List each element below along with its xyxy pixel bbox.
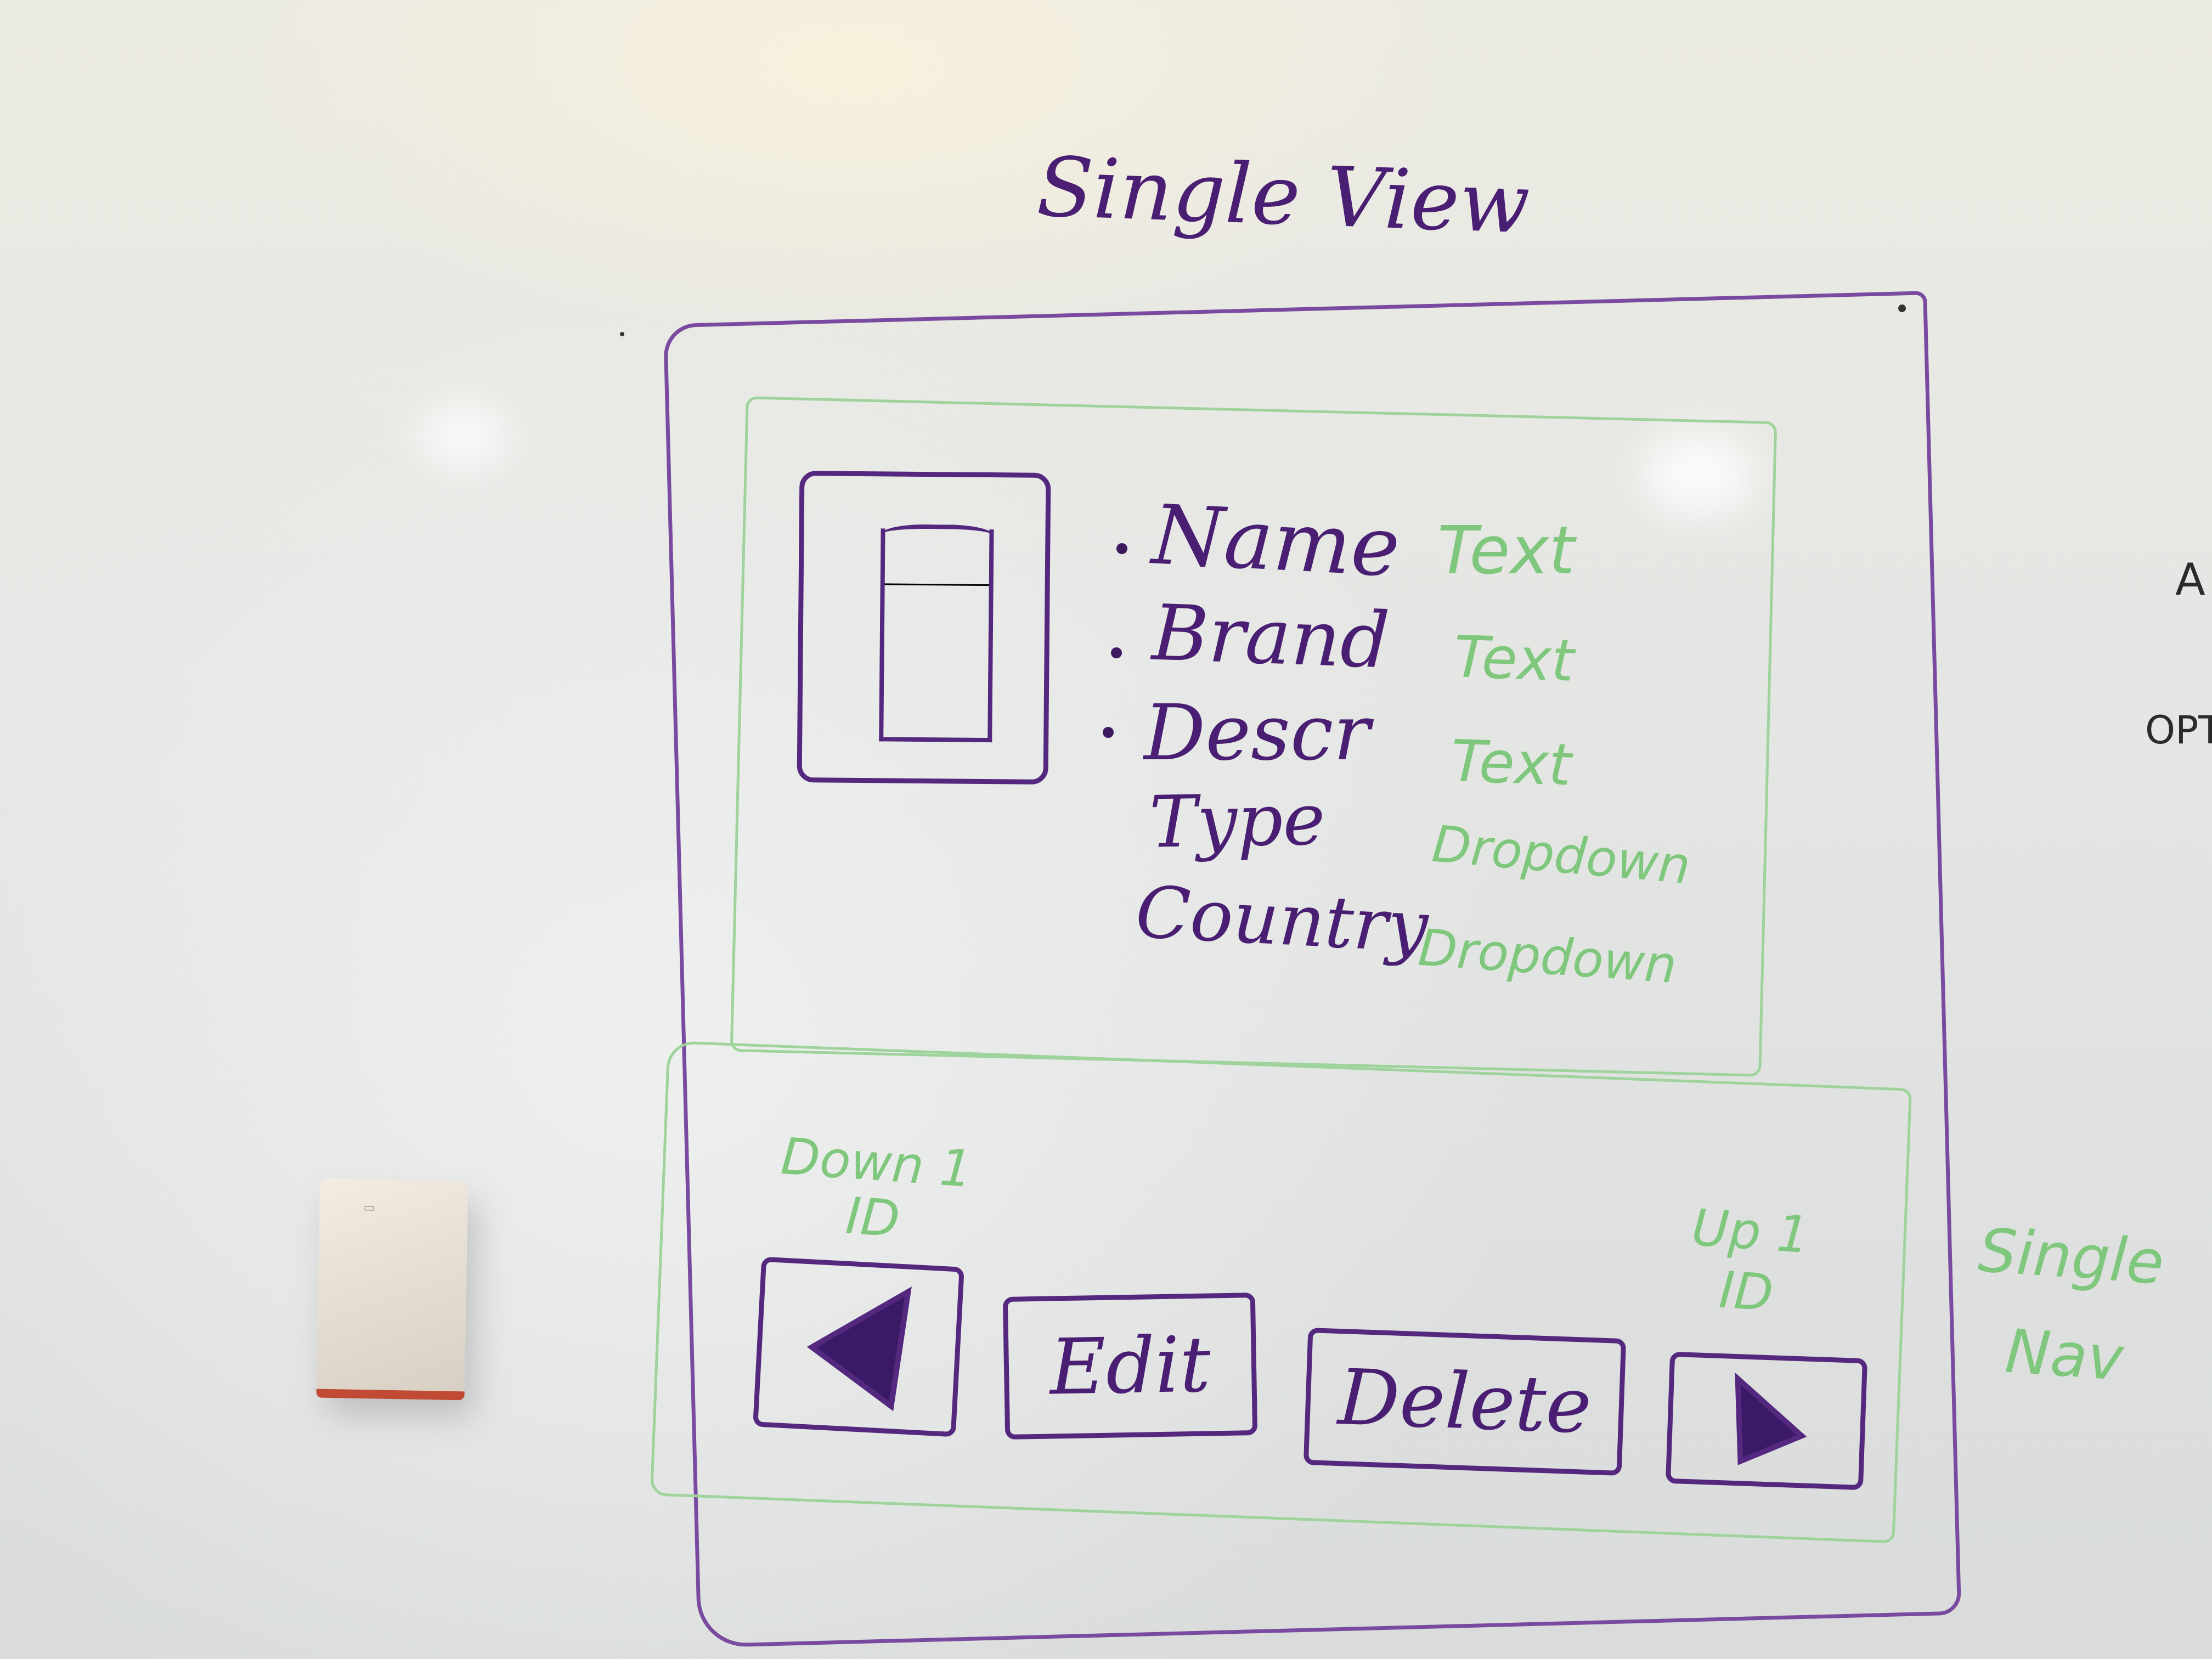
cup-icon <box>879 524 994 743</box>
next-button[interactable] <box>1665 1351 1868 1491</box>
marker-dot <box>1898 304 1906 312</box>
field-label-type: Type <box>1148 777 1326 864</box>
down-one-id-label: Down 1 ID <box>779 1127 974 1249</box>
edge-note: OPT <box>2145 708 2212 753</box>
field-label-name: Name <box>1149 487 1402 596</box>
field-type-name: Text <box>1437 513 1575 589</box>
bullet <box>1103 727 1114 738</box>
delete-button[interactable]: Delete <box>1303 1327 1627 1476</box>
page-title: Single View <box>1035 139 1532 252</box>
single-nav-note: Single Nav <box>1976 1215 2166 1395</box>
field-type-brand: Text <box>1452 623 1576 695</box>
bullet <box>1116 543 1127 554</box>
field-type-descr: Text <box>1449 727 1573 799</box>
bullet <box>1111 647 1122 658</box>
whiteboard-eraser: ▭ <box>316 1178 469 1401</box>
glare-reflection <box>417 406 510 466</box>
marker-dot <box>620 332 624 336</box>
up-one-id-label: Up 1 ID <box>1690 1198 1811 1323</box>
left-triangle-icon <box>806 1286 912 1412</box>
eraser-logo: ▭ <box>363 1201 375 1215</box>
field-label-descr: Descr <box>1144 689 1370 778</box>
previous-button[interactable] <box>753 1256 964 1437</box>
edit-button[interactable]: Edit <box>1002 1293 1258 1440</box>
field-label-country: Country <box>1133 870 1430 969</box>
glare-reflection <box>1640 433 1756 516</box>
product-image <box>797 471 1051 785</box>
field-label-brand: Brand <box>1150 588 1391 686</box>
edge-note: A <box>2175 554 2205 605</box>
right-triangle-icon <box>1735 1373 1807 1465</box>
